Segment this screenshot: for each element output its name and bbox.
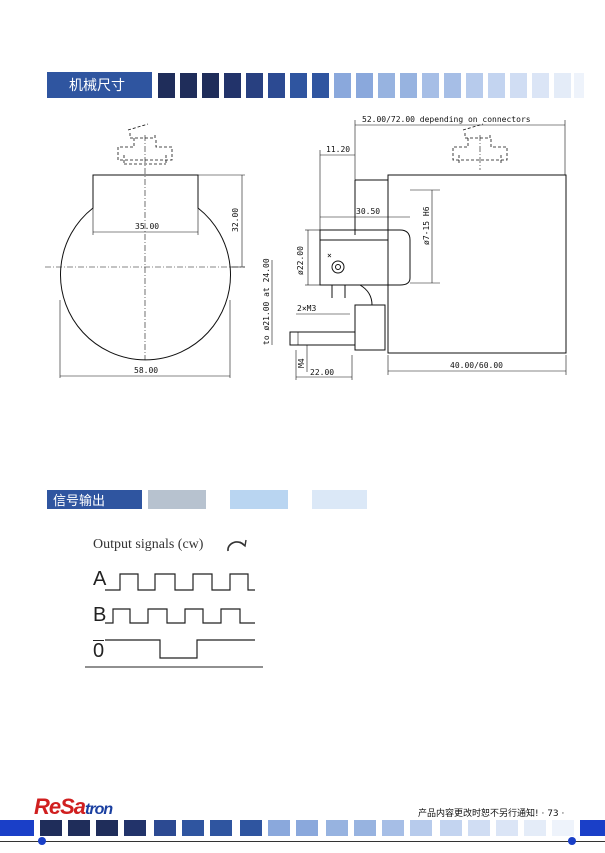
footer-block <box>382 820 404 836</box>
footer-block <box>580 820 605 836</box>
footer-block <box>496 820 518 836</box>
section-title-mechanical-text: 机械尺寸 <box>69 78 125 94</box>
header-block <box>148 490 206 509</box>
page-number: · 73 · <box>541 809 565 819</box>
header-block <box>400 73 417 98</box>
header-block <box>224 73 241 98</box>
dim-22: 22.00 <box>310 368 334 377</box>
logo-tron: tron <box>85 801 113 818</box>
dim-pcd: to ø21.00 at 24.00 <box>262 258 271 345</box>
dim-35: 35.00 <box>135 222 159 231</box>
footer-block <box>354 820 376 836</box>
dim-bore: ø7-15 H6 <box>422 206 431 245</box>
footer-block <box>124 820 146 836</box>
header-block <box>180 73 197 98</box>
resatron-logo: ReSatron <box>34 794 113 820</box>
header-block <box>334 73 351 98</box>
footer-block <box>326 820 348 836</box>
signal-label-zero: 0 <box>93 640 105 662</box>
signal-label-b: B <box>93 604 107 626</box>
rotation-cw-icon <box>227 539 247 552</box>
footer-dot-left <box>38 837 46 845</box>
header-block <box>466 73 483 98</box>
signal-label-a: A <box>93 568 107 590</box>
cross-mark: × <box>327 251 332 260</box>
footer-block <box>552 820 574 836</box>
waveform-a <box>105 573 255 591</box>
dim-30: 30.50 <box>356 207 380 216</box>
section-title-signal-text: 信号输出 <box>53 494 106 509</box>
section-title-mechanical: 机械尺寸 <box>47 72 152 98</box>
header-block <box>378 73 395 98</box>
dim-58: 58.00 <box>134 366 158 375</box>
header-block <box>510 73 527 98</box>
header-block <box>268 73 285 98</box>
header-block <box>554 73 571 98</box>
footer-block <box>240 820 262 836</box>
header-block <box>290 73 307 98</box>
footer-block <box>96 820 118 836</box>
mechanical-drawing: 35.00 32.00 58.00 52.00/72.00 depending … <box>45 115 567 380</box>
dim-overall: 52.00/72.00 depending on connectors <box>362 115 531 124</box>
logo-sa: Sa <box>60 794 86 819</box>
footer-block <box>0 820 34 836</box>
header-block <box>312 73 329 98</box>
footer-notice-text: 产品内容更改时恕不另行通知! <box>418 809 539 819</box>
footer-block <box>524 820 546 836</box>
footer-block <box>410 820 432 836</box>
side-view: 52.00/72.00 depending on connectors 11.2… <box>262 115 567 380</box>
dim-11: 11.20 <box>326 145 350 154</box>
footer-block <box>296 820 318 836</box>
waveform-zero <box>105 639 255 659</box>
dim-m4: M4 <box>297 358 306 368</box>
logo-re: Re <box>34 794 61 819</box>
footer-block <box>154 820 176 836</box>
footer-block <box>40 820 62 836</box>
dim-shaft: ø22.00 <box>296 246 305 275</box>
footer-notice: 产品内容更改时恕不另行通知! · 73 · <box>418 806 564 819</box>
footer-block <box>210 820 232 836</box>
header-block <box>444 73 461 98</box>
footer-block <box>182 820 204 836</box>
footer-block <box>440 820 462 836</box>
front-view: 35.00 32.00 58.00 <box>45 123 245 378</box>
header-block <box>574 73 584 98</box>
dim-m3: 2×M3 <box>297 304 316 313</box>
footer-block <box>468 820 490 836</box>
section-title-signal: 信号输出 <box>47 490 142 509</box>
header-block <box>488 73 505 98</box>
header-block <box>246 73 263 98</box>
dim-32: 32.00 <box>231 208 240 232</box>
header-block <box>202 73 219 98</box>
header-block <box>158 73 175 98</box>
header-block <box>230 490 288 509</box>
header-block <box>422 73 439 98</box>
footer-dot-right <box>568 837 576 845</box>
signals-heading: Output signals (cw) <box>93 537 203 553</box>
signals-heading-text: Output signals (cw) <box>93 537 204 552</box>
signal-waveforms <box>85 573 263 668</box>
waveform-b <box>105 608 255 624</box>
dim-40: 40.00/60.00 <box>450 361 503 370</box>
footer-block <box>268 820 290 836</box>
footer-rule <box>0 841 605 842</box>
footer-block <box>68 820 90 836</box>
header-block <box>312 490 367 509</box>
header-block <box>356 73 373 98</box>
header-block <box>532 73 549 98</box>
